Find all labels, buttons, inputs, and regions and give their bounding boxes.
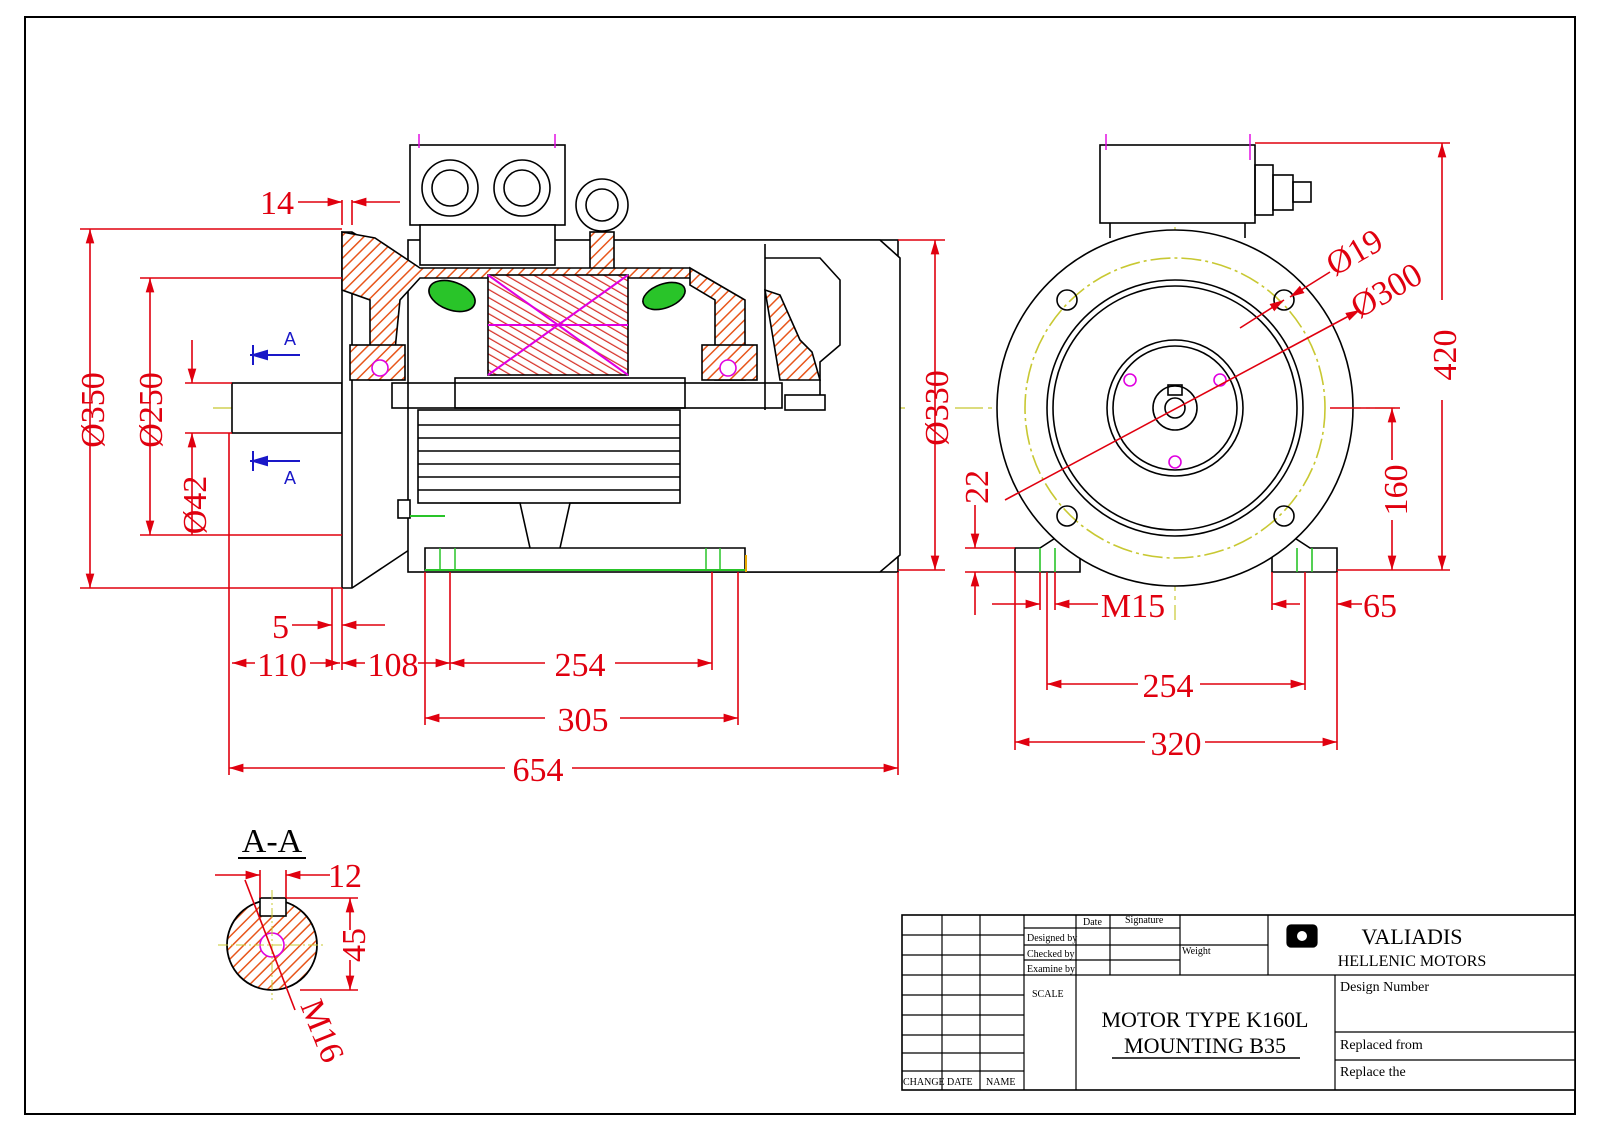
bolt-hole-3 bbox=[1056, 505, 1078, 527]
dim-42: Ø42 bbox=[177, 476, 214, 535]
cooling-fins bbox=[418, 424, 680, 491]
svg-text:NAME: NAME bbox=[986, 1077, 1015, 1088]
keyway bbox=[259, 897, 287, 917]
dim-420: 420 bbox=[1427, 330, 1464, 381]
flange-outer bbox=[996, 229, 1354, 587]
design-number-label: Design Number bbox=[1340, 980, 1429, 995]
section-marker-top: A bbox=[250, 329, 300, 365]
dim-m16: M16 bbox=[293, 994, 351, 1067]
drawing-border bbox=[24, 16, 1576, 1115]
title-block bbox=[901, 914, 1576, 1091]
lifting-eye bbox=[575, 178, 629, 232]
bolt-hole-4 bbox=[1273, 505, 1295, 527]
bolt-hole-1 bbox=[1056, 289, 1078, 311]
side-view bbox=[213, 134, 905, 589]
dim-m15: M15 bbox=[1101, 588, 1165, 625]
svg-text:SCALE: SCALE bbox=[1032, 989, 1064, 1000]
front-terminal-box bbox=[1099, 144, 1256, 224]
section-title: A-A bbox=[242, 823, 303, 860]
seal-left bbox=[428, 279, 476, 313]
replace-the-label: Replace the bbox=[1340, 1065, 1406, 1080]
svg-text:A: A bbox=[284, 329, 296, 349]
company-subtitle: HELLENIC MOTORS bbox=[1338, 953, 1487, 970]
title-block-text: Date Signature Weight Designed by Checke… bbox=[903, 915, 1486, 1088]
cable-gland-1 bbox=[421, 159, 479, 217]
mounting-foot bbox=[424, 547, 746, 571]
company-name: VALIADIS bbox=[1361, 924, 1462, 949]
dim-22: 22 bbox=[959, 470, 996, 504]
dim-330: Ø330 bbox=[919, 370, 956, 446]
svg-text:Examine by: Examine by bbox=[1027, 964, 1075, 975]
front-view bbox=[955, 134, 1395, 620]
svg-text:Checked by: Checked by bbox=[1027, 949, 1075, 960]
dim-160: 160 bbox=[1378, 465, 1415, 516]
dim-254-front: 254 bbox=[1143, 668, 1194, 705]
dim-254-side: 254 bbox=[555, 647, 606, 684]
svg-text:DATE: DATE bbox=[947, 1077, 973, 1088]
section-a-a: A-A 12 45 M16 bbox=[215, 823, 373, 1068]
dim-65: 65 bbox=[1363, 588, 1397, 625]
dim-12: 12 bbox=[328, 858, 362, 895]
section-marker-bottom: A bbox=[250, 451, 300, 488]
dim-305: 305 bbox=[558, 702, 609, 739]
seal-right bbox=[642, 281, 686, 311]
dim-14: 14 bbox=[260, 185, 294, 222]
svg-text:Weight: Weight bbox=[1182, 946, 1211, 957]
replaced-from-label: Replaced from bbox=[1340, 1038, 1423, 1053]
svg-text:Designed by: Designed by bbox=[1027, 933, 1077, 944]
shaft-end bbox=[1164, 397, 1186, 419]
dim-250: Ø250 bbox=[133, 372, 170, 448]
mounting-type: MOUNTING B35 bbox=[1124, 1033, 1286, 1058]
spigot bbox=[1046, 279, 1304, 537]
dim-320: 320 bbox=[1151, 726, 1202, 763]
dim-110: 110 bbox=[257, 647, 307, 684]
motor-type: MOTOR TYPE K160L bbox=[1102, 1007, 1309, 1032]
svg-text:Signature: Signature bbox=[1125, 915, 1164, 926]
terminal-box bbox=[409, 144, 566, 226]
svg-text:CHANGE: CHANGE bbox=[903, 1077, 945, 1088]
cable-gland-2 bbox=[493, 159, 551, 217]
shaft bbox=[231, 382, 343, 434]
svg-text:A: A bbox=[284, 468, 296, 488]
housing-section bbox=[341, 231, 702, 381]
dim-108: 108 bbox=[368, 647, 419, 684]
dim-45: 45 bbox=[336, 928, 373, 962]
dim-654: 654 bbox=[513, 752, 564, 789]
dim-5: 5 bbox=[272, 609, 289, 646]
dim-350: Ø350 bbox=[75, 372, 112, 448]
svg-text:Date: Date bbox=[1083, 917, 1102, 928]
